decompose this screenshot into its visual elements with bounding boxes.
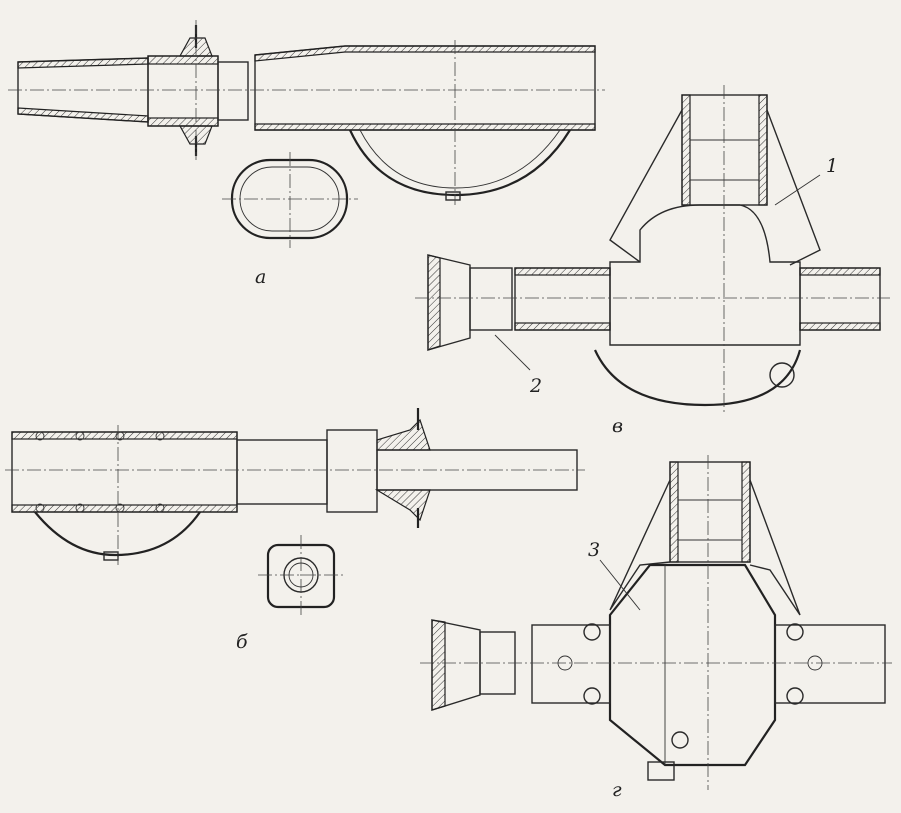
view-a-label: а	[255, 266, 266, 288]
view-g-drawing	[420, 455, 892, 790]
callout-1: 1	[826, 155, 838, 177]
view-g-label: г	[612, 779, 622, 801]
view-b-label: б	[236, 631, 248, 653]
view-v-drawing	[415, 85, 890, 415]
callout-2: 2	[529, 375, 542, 397]
view-a-drawing	[8, 20, 605, 248]
view-v-label: в	[612, 415, 623, 437]
callout-3: 3	[588, 539, 600, 561]
view-b-drawing	[5, 408, 585, 615]
